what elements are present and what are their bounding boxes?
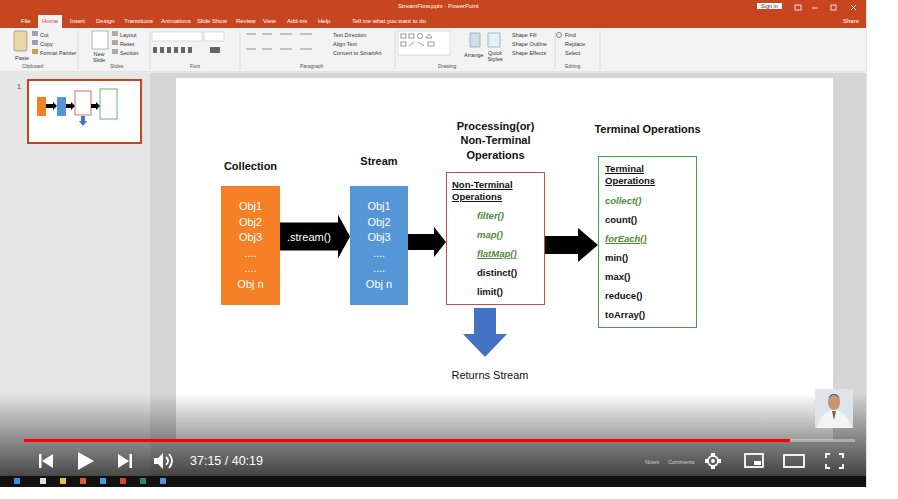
ribbon-tab: View: [263, 18, 276, 25]
status-label: Notes: [645, 459, 659, 465]
ribbon-label: Convert to SmartArt: [333, 50, 382, 56]
ribbon-label: Paragraph: [300, 64, 323, 70]
object-item: ....: [350, 261, 408, 277]
box-heading: Collection: [206, 160, 296, 173]
object-item: Obj n: [221, 277, 280, 293]
operation-item: max(): [605, 267, 692, 286]
ribbon-tab: Transitions: [124, 18, 153, 25]
ribbon-label: Find: [565, 32, 576, 38]
object-item: ....: [350, 246, 408, 262]
ribbon-label: Align Text: [333, 41, 357, 47]
ribbon-label: Copy: [40, 41, 53, 47]
operation-item: forEach(): [605, 229, 692, 248]
ribbon-label: Layout: [120, 32, 137, 38]
ribbon-tab: Review: [236, 18, 256, 25]
ribbon-tab: Slide Show: [197, 18, 227, 25]
operation-item: limit(): [452, 282, 540, 301]
ribbon-label: Format Painter: [40, 50, 76, 56]
block-arrow: [545, 228, 598, 262]
section-header: Terminal Operations: [605, 163, 665, 187]
ribbon-label: Paste: [15, 55, 29, 61]
ribbon-label: Replace: [565, 41, 585, 47]
window-title: StreamFlow.pptx - PowerPoint: [398, 3, 479, 10]
operation-item: distinct(): [452, 263, 540, 282]
ribbon-tab: File: [21, 18, 31, 25]
object-item: Obj1: [221, 199, 280, 215]
box-heading: Terminal Operations: [583, 123, 713, 136]
block-arrow: [408, 227, 446, 257]
box-heading: Processing(or) Non-Terminal Operations: [448, 119, 544, 163]
video-time: 37:15 / 40:19: [190, 454, 263, 468]
ribbon-label: Shape Fill: [512, 32, 536, 38]
operation-item: count(): [605, 210, 692, 229]
object-item: Obj1: [350, 199, 408, 215]
operation-item: flatMap(): [452, 244, 540, 263]
operation-item: collect(): [605, 191, 692, 210]
stream-box: StreamObj1Obj2Obj3........Obj n: [350, 186, 408, 305]
ribbon-label: Section: [120, 50, 138, 56]
object-item: Obj n: [350, 277, 408, 293]
ribbon-tab: Help: [318, 18, 330, 25]
ribbon-label: Cut: [40, 32, 49, 38]
ribbon-tab: Animations: [161, 18, 191, 25]
section-header: Non-Terminal Operations: [452, 179, 524, 203]
ribbon-label: Drawing: [438, 64, 456, 70]
ribbon-label: Clipboard: [22, 64, 43, 70]
ribbon-label: New Slide: [90, 51, 108, 64]
object-item: Obj2: [350, 215, 408, 231]
object-item: Obj2: [221, 215, 280, 231]
ribbon-tab: Insert: [70, 18, 85, 25]
operation-item: reduce(): [605, 286, 692, 305]
sign-in-button: Sign in: [757, 3, 782, 9]
ribbon-label: Arrange: [464, 52, 484, 58]
edge-label: .stream(): [286, 230, 332, 243]
operation-item: map(): [452, 225, 540, 244]
ribbon-label: Shape Effects: [512, 50, 546, 56]
object-item: ....: [221, 261, 280, 277]
ribbon-label: Quick Styles: [486, 50, 504, 63]
slide-number: 1: [17, 83, 21, 91]
ribbon-tab: Add-ins: [287, 18, 307, 25]
object-item: Obj3: [221, 230, 280, 246]
down-arrow: [463, 308, 507, 357]
operation-item: filter(): [452, 206, 540, 225]
object-item: ....: [221, 246, 280, 262]
operations-box: Terminal OperationsTerminal Operationsco…: [598, 156, 697, 328]
box-heading: Stream: [339, 155, 419, 168]
ribbon-label: Select: [565, 50, 580, 56]
operation-item: min(): [605, 248, 692, 267]
block-arrow: [280, 215, 350, 259]
ribbon-label: Shape Outline: [512, 41, 547, 47]
ribbon-tab: Share: [843, 18, 859, 25]
operations-box: Processing(or) Non-Terminal OperationsNo…: [446, 172, 545, 305]
collection-box: CollectionObj1Obj2Obj3........Obj n: [221, 186, 280, 305]
status-label: Comments: [668, 459, 695, 465]
ribbon-label: Slides: [110, 64, 124, 70]
ribbon-tab: Tell me what you want to do: [352, 18, 426, 25]
note-label: Returns Stream: [451, 369, 528, 382]
ribbon-label: Reset: [120, 41, 134, 47]
object-item: Obj3: [350, 230, 408, 246]
ribbon-label: Font: [190, 64, 200, 70]
ribbon-label: Text Direction: [333, 32, 366, 38]
ribbon-tab: Home: [42, 18, 58, 25]
ribbon-label: Editing: [565, 64, 580, 70]
operation-item: toArray(): [605, 305, 692, 324]
ribbon-tab: Design: [96, 18, 115, 25]
